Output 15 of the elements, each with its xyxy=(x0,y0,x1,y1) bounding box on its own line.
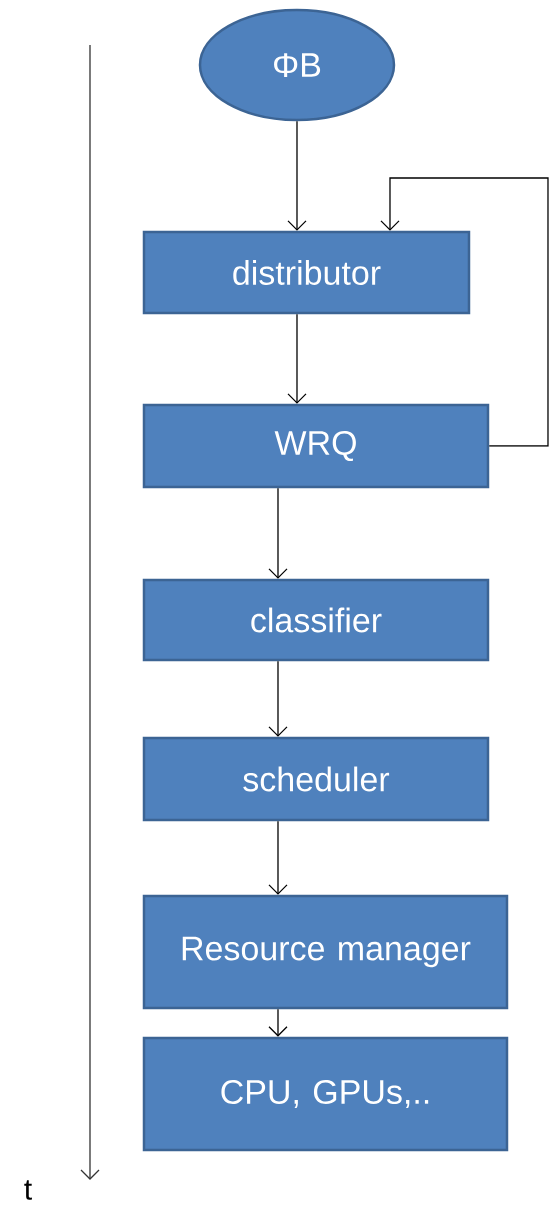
process-box: Resource manager xyxy=(142,894,509,1010)
arrow xyxy=(268,1008,288,1037)
arrow xyxy=(268,820,288,895)
arrow xyxy=(268,487,288,579)
axis-label: t xyxy=(24,1180,32,1200)
process-box: distributor xyxy=(142,230,471,315)
arrow xyxy=(380,177,549,447)
process-box: scheduler xyxy=(142,736,490,822)
ellipse-node: ΦB xyxy=(198,8,396,122)
arrow xyxy=(268,660,288,737)
process-box: classifier xyxy=(142,578,490,662)
arrow xyxy=(287,120,307,231)
process-box: CPU, GPUs,.. xyxy=(142,1036,509,1152)
process-box: WRQ xyxy=(142,403,490,489)
arrow xyxy=(287,313,307,404)
